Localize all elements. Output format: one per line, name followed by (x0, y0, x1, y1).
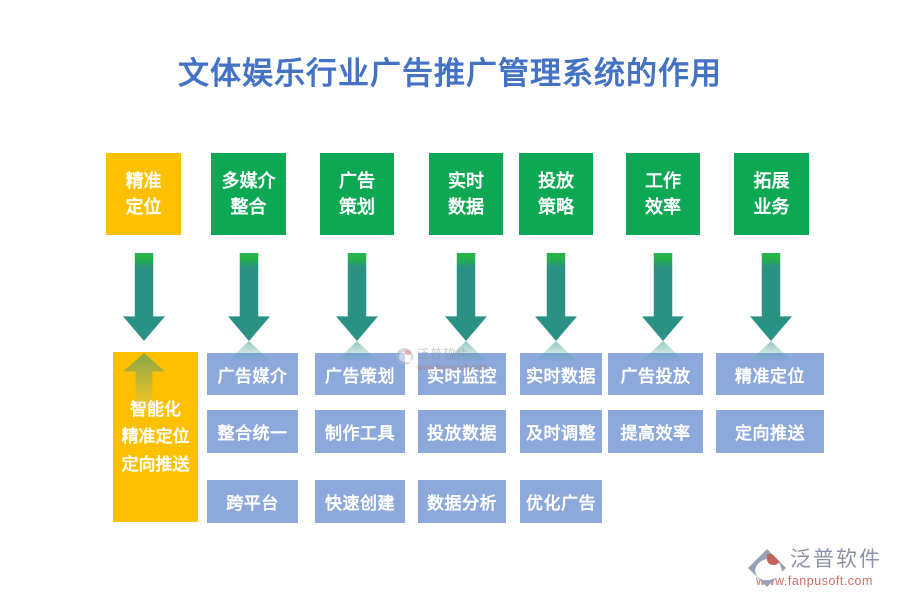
benefit-label: 优化广告 (526, 494, 596, 513)
benefit-label: 快速创建 (325, 494, 395, 513)
down-arrow-icon (642, 253, 684, 341)
down-arrow-icon (445, 253, 487, 341)
benefit-box: 定向推送 (716, 410, 824, 453)
page-title: 文体娱乐行业广告推广管理系统的作用 (178, 56, 722, 91)
down-arrow-icon (228, 253, 270, 341)
center-watermark: 泛普软件 www.fanpusoft.com (396, 345, 486, 372)
fanpu-logo-icon (396, 348, 413, 365)
benefit-label: 提高效率 (620, 424, 691, 443)
header-line: 策略 (538, 197, 574, 217)
brand-url: www.fanpusoft.com (756, 574, 873, 588)
header-line: 定位 (125, 197, 162, 217)
header-line: 整合 (230, 197, 267, 217)
benefit-box: 整合统一 (207, 410, 298, 453)
benefit-box: 快速创建 (315, 480, 405, 523)
header-box-jingzhun-dingwei: 精准 定位 (106, 153, 181, 235)
benefit-label: 广告策划 (325, 366, 395, 386)
benefit-label: 精准定位 (735, 366, 805, 386)
header-box-tuozhan-yewu: 拓展 业务 (734, 153, 809, 235)
smart-targeting-panel: 智能化 精准定位 定向推送 (113, 352, 198, 522)
header-box-duomeijie-zhenghe: 多媒介 整合 (211, 153, 286, 235)
benefit-label: 广告媒介 (217, 366, 288, 386)
header-box-shishi-shuju: 实时 数据 (429, 153, 503, 235)
benefit-box: 及时调整 (520, 410, 602, 453)
benefit-box: 广告策划 (315, 353, 405, 395)
panel-line: 精准定位 (121, 427, 190, 447)
benefit-label: 定向推送 (735, 424, 805, 443)
watermark-url: www.fanpusoft.com (417, 363, 487, 372)
arrow-reflection (750, 341, 792, 361)
benefit-label: 整合统一 (217, 424, 288, 443)
down-arrow-icon (123, 253, 165, 341)
arrow-reflection (228, 341, 270, 361)
header-line: 业务 (753, 197, 790, 217)
header-line: 广告 (339, 170, 375, 191)
header-line: 多媒介 (221, 170, 276, 191)
header-line: 精准 (125, 170, 162, 191)
benefit-label: 数据分析 (427, 494, 497, 513)
header-box-guanggao-cehua: 广告 策划 (320, 153, 394, 235)
brand-name: 泛普软件 (790, 548, 882, 571)
watermark-text: 泛普软件 www.fanpusoft.com (417, 345, 486, 372)
brand-mark: 泛普软件 www.fanpusoft.com (746, 546, 892, 588)
header-line: 拓展 (753, 170, 790, 191)
benefit-box: 优化广告 (520, 480, 602, 523)
benefit-box: 制作工具 (315, 410, 405, 453)
benefit-label: 制作工具 (325, 424, 395, 443)
benefit-box: 投放数据 (418, 410, 506, 453)
down-arrow-icon (750, 253, 792, 341)
benefit-box: 提高效率 (608, 410, 703, 453)
benefit-label: 及时调整 (526, 424, 596, 443)
benefit-label: 实时数据 (526, 366, 596, 386)
header-box-gongzuo-xiaolv: 工作 效率 (626, 153, 700, 235)
benefit-label: 投放数据 (427, 424, 497, 443)
header-line: 实时 (448, 170, 484, 191)
down-arrow-icon (336, 253, 378, 341)
header-box-toufang-celue: 投放 策略 (519, 153, 593, 235)
down-arrow-icon (535, 253, 577, 341)
benefit-label: 实时监控 (427, 366, 497, 386)
header-line: 策划 (339, 197, 375, 217)
header-line: 工作 (645, 170, 681, 191)
benefit-box: 跨平台 (207, 480, 298, 523)
panel-line: 定向推送 (121, 454, 190, 474)
header-line: 效率 (645, 197, 681, 217)
arrow-reflection (336, 341, 378, 361)
benefit-box: 数据分析 (418, 480, 506, 523)
benefit-label: 广告投放 (620, 366, 691, 386)
arrow-reflection (535, 341, 577, 361)
arrow-reflection (642, 341, 684, 361)
benefit-label: 跨平台 (226, 494, 279, 513)
header-line: 数据 (448, 197, 484, 217)
header-line: 投放 (538, 170, 574, 191)
watermark-brand-name: 泛普软件 (417, 347, 470, 361)
